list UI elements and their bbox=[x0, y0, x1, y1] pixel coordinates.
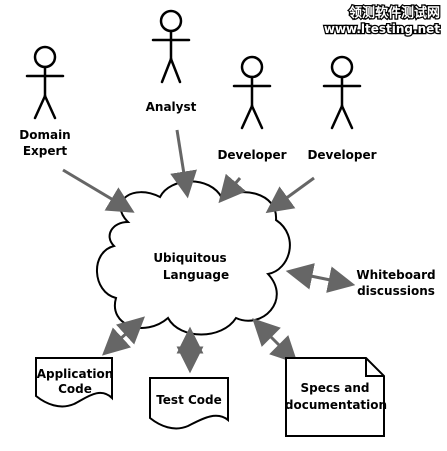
arrow-analyst-to-cloud bbox=[170, 129, 197, 199]
application-code-document bbox=[35, 357, 113, 408]
arrow-developer-2-to-cloud bbox=[265, 176, 315, 214]
actor-domain-expert-label-line2: Expert bbox=[23, 144, 68, 158]
specs-document-fold bbox=[365, 358, 384, 377]
cloud-label-line1: Ubiquitous bbox=[153, 251, 226, 265]
whiteboard-label-line2: discussions bbox=[357, 284, 435, 298]
arrow-cloud-whiteboard bbox=[285, 263, 356, 293]
cloud-label-line2: Language bbox=[163, 268, 229, 282]
whiteboard-label-line1: Whiteboard bbox=[356, 268, 435, 282]
arrow-cloud-application-code bbox=[102, 316, 145, 356]
specs-document bbox=[285, 357, 385, 437]
specs-label-line1: Specs and bbox=[300, 381, 369, 395]
actor-domain-expert-figure bbox=[25, 45, 65, 120]
arrow-cloud-specs bbox=[252, 318, 298, 364]
watermark-line1: 领测软件测试网 bbox=[349, 5, 440, 21]
actor-analyst-label: Analyst bbox=[146, 100, 197, 114]
specs-label-line2: documentation bbox=[285, 398, 387, 412]
application-code-label-line1: Application bbox=[37, 367, 114, 381]
test-code-document bbox=[149, 377, 229, 430]
arrow-domain-expert-to-cloud bbox=[62, 168, 135, 213]
watermark-line2: www.ltesting.net bbox=[324, 22, 440, 36]
watermark: 领测软件测试网 www.ltesting.net bbox=[323, 4, 442, 38]
actor-analyst-figure bbox=[151, 9, 191, 84]
actor-developer-2-figure bbox=[322, 55, 362, 130]
actor-developer-1-figure bbox=[232, 55, 272, 130]
actor-developer-2-label: Developer bbox=[307, 148, 376, 162]
application-code-label-line2: Code bbox=[58, 382, 92, 396]
actor-domain-expert-label-line1: Domain bbox=[19, 128, 70, 142]
test-code-label: Test Code bbox=[156, 393, 222, 407]
actor-developer-1-label: Developer bbox=[217, 148, 286, 162]
arrow-developer-1-to-cloud bbox=[218, 173, 247, 204]
